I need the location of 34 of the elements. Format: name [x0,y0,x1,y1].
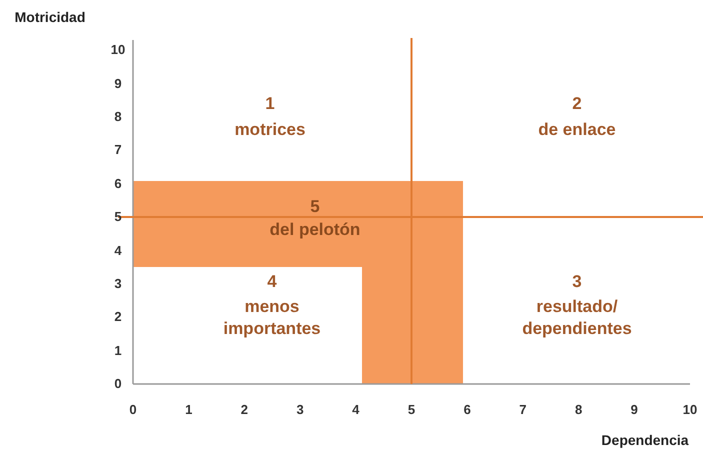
y-tick: 10 [110,41,126,60]
x-tick: 2 [240,401,248,420]
quadrant-label: resultado/ dependientes [521,296,633,340]
region-label: del pelotón [270,219,360,241]
x-tick: 3 [296,401,304,420]
y-tick: 8 [114,108,122,126]
x-tick: 10 [682,401,698,420]
x-tick: 5 [408,401,416,420]
axis-title: Dependencia [601,430,689,450]
y-tick: 4 [114,242,122,260]
quadrant-label: menos importantes [222,296,322,340]
y-tick: 3 [114,275,122,294]
y-tick: 1 [114,342,122,360]
quadrant-number: 3 [572,271,582,294]
quadrant-number: 1 [265,93,275,116]
y-tick: 0 [114,375,122,394]
x-tick: 8 [574,401,582,420]
x-tick: 9 [630,401,638,420]
x-tick: 1 [185,401,192,420]
y-tick: 6 [114,174,122,193]
x-tick: 4 [352,401,360,420]
quadrant-number: 4 [267,271,277,294]
y-tick: 9 [114,74,122,93]
x-tick: 0 [129,401,137,420]
quadrant-number: 2 [572,93,582,116]
region-number: 5 [310,196,320,218]
y-tick: 7 [114,141,122,160]
y-tick: 5 [114,208,122,226]
x-tick: 6 [464,401,471,420]
quadrant-label: de enlace [538,119,616,141]
x-tick: 7 [519,401,526,420]
quadrant-label: motrices [234,119,306,141]
y-tick: 2 [114,308,122,326]
axis-title: Motricidad [14,8,86,26]
